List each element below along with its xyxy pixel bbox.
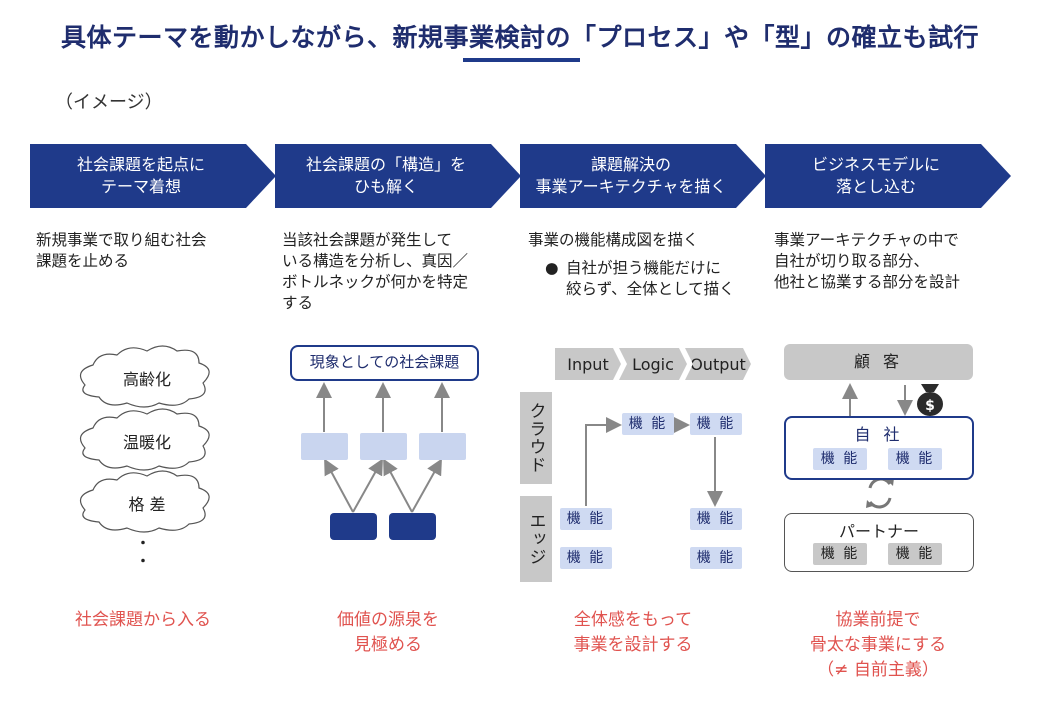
step-2-label: 社会課題の「構造」を ひも解く (305, 155, 466, 196)
architecture-arrows (585, 417, 723, 507)
root-cause-box-2 (389, 513, 436, 540)
function-box-edge-input-2: 機 能 (560, 547, 612, 569)
desc-2: 当該社会課題が発生して いる構造を分析し、真因／ ボトルネックが何かを特定 する (282, 231, 469, 312)
step-1-label: 社会課題を起点に テーマ着想 (76, 155, 205, 196)
function-box-cloud-logic: 機 能 (622, 413, 674, 435)
takeaway-2: 価値の源泉を 見極める (337, 610, 439, 655)
self-function-box-1: 機 能 (813, 448, 867, 470)
takeaway-1: 社会課題から入る (75, 610, 211, 630)
cloud-label-warming: 温暖化 (122, 433, 171, 452)
phenomenon-box: 現象としての社会課題 (290, 345, 479, 381)
function-box-edge-output-1: 機 能 (690, 508, 742, 530)
image-note: （イメージ） (55, 92, 163, 113)
step-4-label: ビジネスモデルに 落とし込む (811, 155, 940, 196)
cause-box-3 (419, 433, 466, 460)
page-title: 具体テーマを動かしながら、新規事業検討の「プロセス」や「型」の確立も試行 (60, 23, 979, 52)
cause-box-2 (360, 433, 407, 460)
self-function-box-2: 機 能 (888, 448, 942, 470)
takeaway-4: 協業前提で 骨太な事業にする （≠ 自前主義） (809, 610, 947, 680)
title-underline (463, 58, 580, 62)
function-box-edge-output-2: 機 能 (690, 547, 742, 569)
partner-label: パートナー (838, 522, 919, 541)
cause-box-1 (301, 433, 348, 460)
partner-function-box-2: 機 能 (888, 543, 942, 565)
partner-function-box-1: 機 能 (813, 543, 867, 565)
takeaway-3: 全体感をもって 事業を設計する (573, 610, 693, 655)
desc-4: 事業アーキテクチャの中で 自社が切り取る部分、 他社と協業する部分を設計 (774, 231, 961, 291)
desc-3-bullet: 自社が担う機能だけに 絞らず、全体として描く (566, 259, 735, 298)
cloud-shape-1 (79, 345, 210, 408)
step-4-arrow: ビジネスモデルに 落とし込む (765, 144, 1011, 208)
desc-1: 新規事業で取り組む社会 課題を止める (36, 231, 207, 270)
svg-text:$: $ (925, 398, 935, 414)
function-box-cloud-output: 機 能 (690, 413, 742, 435)
ellipsis-dots: ・ ・ (136, 536, 150, 570)
row-label-cloud: クラウド (520, 392, 552, 484)
cloud-shape-3 (79, 470, 210, 533)
header-logic: Logic (619, 348, 687, 380)
desc-3: 事業の機能構成図を描く (528, 231, 699, 249)
business-arrows (842, 383, 913, 416)
step-3-label: 課題解決の 事業アーキテクチャを描く (535, 155, 727, 196)
step-1-arrow: 社会課題を起点に テーマ着想 (30, 144, 276, 208)
customer-box: 顧 客 (784, 344, 973, 380)
cloud-shape-2 (79, 408, 210, 471)
header-output: Output (685, 348, 751, 380)
self-company-label: 自 社 (854, 425, 904, 444)
cloud-label-inequality: 格 差 (128, 495, 166, 514)
money-bag-icon: $ (917, 384, 943, 416)
root-cause-box-1 (330, 513, 377, 540)
row-label-edge: エッジ (520, 496, 552, 582)
step-2-arrow: 社会課題の「構造」を ひも解く (275, 144, 521, 208)
cloud-label-aging: 高齢化 (122, 370, 171, 389)
desc-3-bullet-dot: ● (545, 259, 559, 277)
cycle-arrows-icon (868, 477, 892, 509)
step-3-arrow: 課題解決の 事業アーキテクチャを描く (520, 144, 766, 208)
function-box-edge-input-1: 機 能 (560, 508, 612, 530)
header-input: Input (555, 348, 621, 380)
structure-arrows (316, 382, 450, 513)
